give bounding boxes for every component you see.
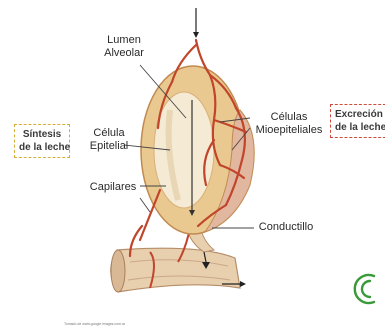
label-conductillo: Conductillo bbox=[256, 221, 316, 234]
label-celula-line2: Epitelial bbox=[86, 140, 132, 153]
label-lumen-alveolar: Lumen Alveolar bbox=[96, 34, 152, 60]
box-excrecion-line2: de la leche bbox=[335, 121, 381, 134]
box-excrecion-line1: Excreción bbox=[335, 108, 381, 121]
label-lumen-line2: Alveolar bbox=[96, 47, 152, 60]
alveolus bbox=[141, 66, 254, 234]
box-excrecion-leche: Excreción de la leche bbox=[330, 104, 385, 138]
label-capilares: Capilares bbox=[86, 181, 140, 194]
duct-tube bbox=[111, 224, 240, 292]
box-sintesis-line1: Síntesis bbox=[19, 128, 65, 141]
label-mioepit-line1: Células bbox=[252, 111, 326, 124]
box-sintesis-line2: de la leche bbox=[19, 141, 65, 154]
image-credit: Tomado de www.google.images.com.ar bbox=[64, 322, 125, 326]
label-mioepit-line2: Mioepiteliales bbox=[252, 124, 326, 137]
green-c-logo-icon bbox=[355, 275, 374, 303]
label-celula-line1: Célula bbox=[86, 127, 132, 140]
box-sintesis-leche: Síntesis de la leche bbox=[14, 124, 70, 158]
label-celula-epitelial: Célula Epitelial bbox=[86, 127, 132, 153]
label-lumen-line1: Lumen bbox=[96, 34, 152, 47]
label-celulas-mioepiteliales: Células Mioepiteliales bbox=[252, 111, 326, 137]
